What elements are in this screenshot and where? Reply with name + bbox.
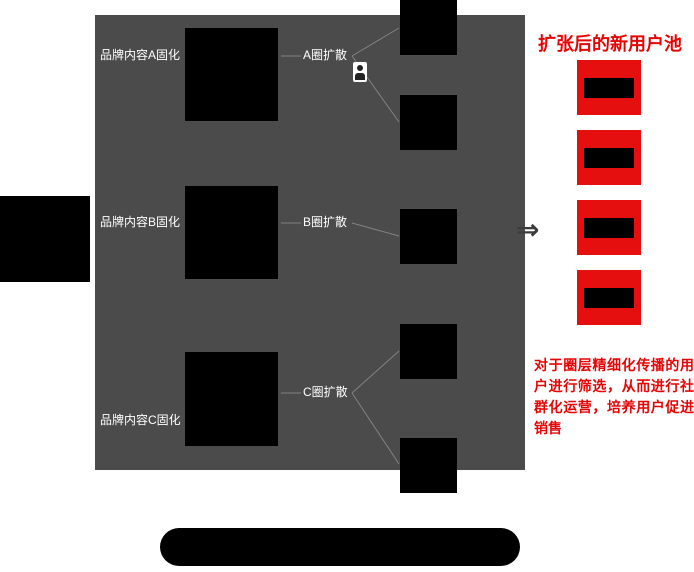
person-icon-body: [355, 73, 365, 80]
diffusion-label-c: C圈扩散: [303, 385, 348, 399]
new-user-box-4: [577, 270, 641, 325]
redacted-label-bar: [584, 288, 634, 308]
user-avatar-box-3: [400, 209, 457, 264]
brand-content-label-b: 品牌内容B固化: [100, 215, 181, 229]
user-avatar-box-5: [400, 438, 457, 493]
redacted-label-bar: [584, 218, 634, 238]
diffusion-panel: [95, 15, 525, 470]
user-avatar-box-4: [400, 324, 457, 379]
new-user-pool-title: 扩张后的新用户池: [538, 34, 682, 54]
brand-content-label-a: 品牌内容A固化: [100, 48, 181, 62]
new-user-box-1: [577, 60, 641, 115]
brand-content-image-a: [185, 28, 278, 121]
redacted-label-bar: [584, 148, 634, 168]
arrow-right-icon: ⇒: [516, 214, 540, 245]
user-avatar-box-1: [400, 0, 457, 55]
person-icon-head: [357, 65, 363, 71]
pool-description: 对于圈层精细化传播的用户进行筛选，从而进行社群化运营，培养用户促进销售: [534, 357, 694, 436]
redacted-label-bar: [584, 78, 634, 98]
brand-content-image-b: [185, 186, 278, 279]
diffusion-label-b: B圈扩散: [303, 215, 348, 229]
new-user-box-3: [577, 200, 641, 255]
brand-content-label-c: 品牌内容C固化: [100, 413, 181, 427]
brand-content-image-c: [185, 352, 278, 446]
user-avatar-box-2: [400, 95, 457, 150]
source-box: [0, 196, 90, 282]
bottom-caption-pill: [160, 528, 520, 566]
diffusion-label-a: A圈扩散: [303, 48, 348, 62]
new-user-box-2: [577, 130, 641, 185]
person-icon: [353, 62, 367, 82]
